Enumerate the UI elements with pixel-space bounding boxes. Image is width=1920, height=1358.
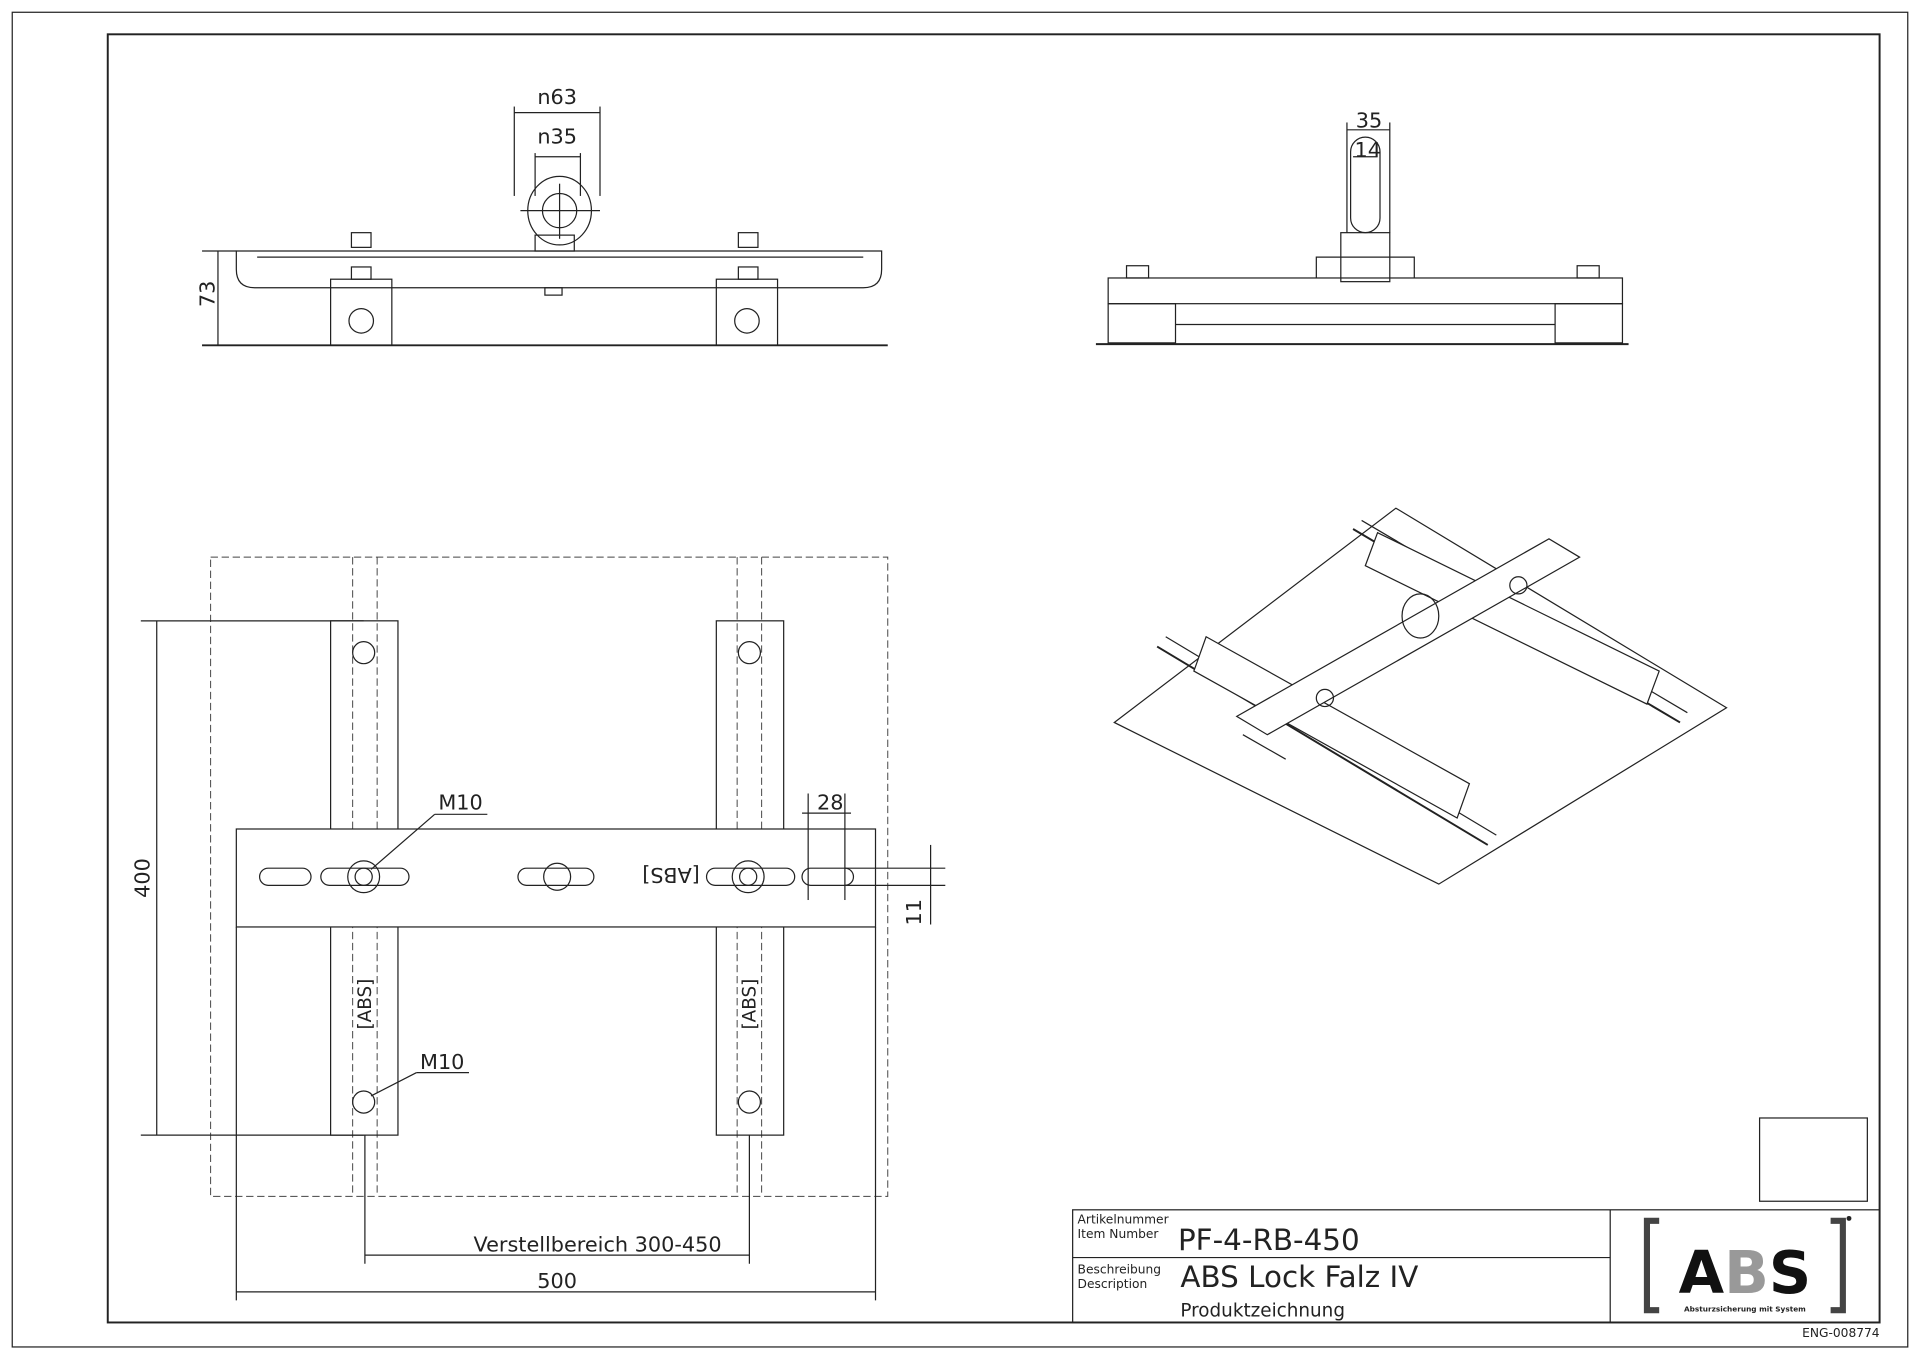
isometric-view: [1113, 507, 1728, 885]
dim-400: 400: [130, 858, 154, 898]
title-block: Artikelnummer Item Number PF-4-RB-450 Be…: [1072, 1117, 1881, 1340]
abs-engraving-rail-2: [ABS]: [740, 979, 761, 1030]
abs-logo: ABS Absturzsicherung mit System: [1643, 1215, 1852, 1313]
plan-view: [ABS] [ABS] [ABS] 400 500 Verstellbereic…: [130, 556, 946, 1301]
dim-35: 35: [1356, 108, 1382, 132]
subtitle: Produktzeichnung: [1180, 1300, 1345, 1321]
dim-adjustment-range: Verstellbereich 300-450: [474, 1232, 722, 1256]
dim-n63: n63: [537, 85, 577, 109]
logo-tagline: Absturzsicherung mit System: [1684, 1304, 1806, 1313]
dim-28: 28: [817, 790, 843, 814]
front-view: n63 n35 73: [195, 85, 888, 347]
item-number: PF-4-RB-450: [1178, 1223, 1360, 1257]
description-label-en: Description: [1078, 1277, 1148, 1291]
logo-text: ABS: [1679, 1238, 1812, 1307]
abs-engraving-rail-1: [ABS]: [355, 979, 376, 1030]
dim-11: 11: [902, 899, 926, 925]
revision-box: [1758, 1117, 1868, 1202]
outer-frame: [11, 11, 1909, 1348]
side-view: 35 14: [1095, 108, 1629, 346]
abs-engraving: [ABS]: [642, 863, 700, 887]
dim-73: 73: [195, 281, 219, 307]
label-m10-top: M10: [438, 790, 482, 814]
description-label-de: Beschreibung: [1078, 1262, 1162, 1276]
inner-frame: [106, 33, 1881, 1324]
dim-14: 14: [1355, 138, 1381, 162]
dim-500: 500: [537, 1269, 577, 1293]
item-number-label-en: Item Number: [1078, 1227, 1160, 1241]
description: ABS Lock Falz IV: [1180, 1260, 1418, 1294]
document-number: ENG-008774: [1802, 1326, 1880, 1340]
item-number-label-de: Artikelnummer: [1078, 1212, 1170, 1226]
dim-n35: n35: [537, 124, 577, 148]
label-m10-bottom: M10: [420, 1050, 464, 1074]
